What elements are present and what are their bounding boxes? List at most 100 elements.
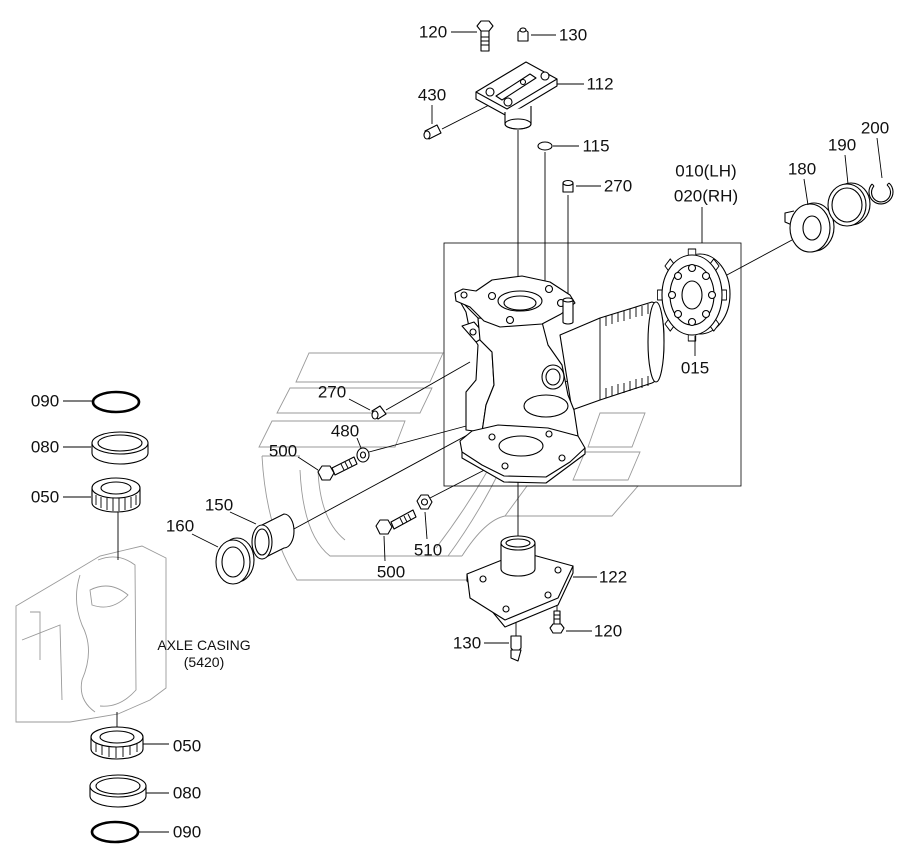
callout-cover-122: 122 [599, 568, 627, 587]
pin-430 [423, 124, 442, 140]
leader-line [876, 137, 883, 179]
hub-bolt-hole [687, 263, 697, 273]
callout-nut-510: 510 [414, 541, 442, 560]
hub-bolt-hole [667, 290, 677, 300]
race-bore [97, 434, 143, 452]
pin-end [423, 130, 431, 140]
leader-line [383, 535, 386, 562]
bearing-bore [99, 730, 135, 744]
lower-boss [523, 394, 569, 418]
knuckle-assembly-frame [443, 242, 742, 487]
ring-bore [831, 187, 863, 223]
axle-casing-part-number: (5420) [184, 654, 224, 670]
upper-kingpin-bore-inner [503, 295, 537, 311]
callout-seal-090-bottom: 090 [173, 823, 201, 842]
flange-bolt-hole [545, 430, 553, 438]
callout-race-080-top: 080 [31, 438, 59, 457]
phantom-strip [276, 387, 433, 414]
spindle-end [647, 301, 665, 383]
cover-bolt-hole [479, 575, 487, 583]
bolt-shank [390, 509, 417, 530]
washer-bore [359, 451, 367, 459]
phantom-rail [447, 469, 501, 557]
bolt-head [375, 519, 393, 535]
callout-cover-112: 112 [586, 75, 613, 94]
bearing-face [91, 477, 141, 499]
callout-bearing-050-top: 050 [31, 488, 59, 507]
lower-cover-122 [466, 535, 574, 628]
seal-ring-090-bottom [90, 820, 140, 844]
snap-ring-inner [870, 184, 892, 203]
leader-line [844, 154, 849, 185]
callout-race-080-bottom: 080 [173, 784, 201, 803]
bushing-150 [251, 513, 295, 560]
phantom-rail [461, 515, 506, 557]
phantom-strip [587, 412, 646, 448]
phantom-rail [261, 455, 470, 581]
phantom-strip [504, 485, 639, 517]
hub-bolt-hole [687, 317, 697, 327]
bolt-thread [554, 614, 560, 620]
hub-bolt-hole [701, 309, 711, 319]
cover-bolt-hole [502, 605, 510, 613]
phantom-rail [435, 469, 489, 549]
axle-housing-phantom [258, 352, 646, 581]
bolt-500-side [317, 456, 358, 481]
grease-port [519, 78, 527, 86]
casing-contour [89, 585, 129, 608]
callout-bolt-500-side: 500 [269, 442, 297, 461]
taper-bearing-050-bottom [90, 726, 144, 760]
bearing-bore [100, 481, 132, 495]
seal-bore [221, 546, 245, 578]
phantom-strip [295, 352, 444, 383]
flange-bolt-hole [501, 462, 509, 470]
plug-270-side [371, 405, 387, 420]
cover-bolt-hole [485, 87, 495, 97]
casing-contour [76, 574, 96, 713]
nut-body [416, 494, 433, 510]
casing-contour [30, 611, 41, 660]
nut-bore [420, 498, 429, 506]
callout-ring-190: 190 [828, 136, 856, 155]
plug-270-top [562, 179, 574, 193]
nut-510 [416, 494, 433, 510]
bearing-rollers [95, 743, 138, 758]
ring-190 [827, 182, 871, 227]
spline-teeth [605, 304, 649, 398]
steering-arm-hole [469, 328, 477, 336]
bolt-shank [480, 28, 490, 52]
leader-line [229, 511, 257, 525]
hub-015 [657, 248, 731, 342]
cover-bolt-hole [540, 71, 550, 81]
washer-bore [802, 215, 822, 241]
flange-bolt-hole [558, 454, 566, 462]
snap-ring-ends [871, 182, 890, 187]
flange-bolt-hole [505, 315, 515, 325]
race-face [91, 431, 149, 455]
leader-line [424, 511, 428, 540]
upper-kingpin-bore [497, 290, 543, 312]
seal-160 [215, 537, 255, 585]
flange-bolt-hole [488, 433, 496, 441]
plug-boss-top [562, 297, 574, 303]
plug-head [371, 410, 379, 420]
callout-pin-430: 430 [418, 86, 446, 105]
bolt-thread [481, 36, 489, 46]
flange-bolt-hole [487, 291, 497, 301]
leader-line [803, 178, 809, 206]
nipple-tip [519, 27, 527, 33]
cover-boss-end [504, 118, 532, 130]
washer-face [789, 203, 831, 253]
callout-plug-270-top: 270 [604, 177, 632, 196]
cover-bolt-hole [503, 97, 513, 107]
thrust-washer-180 [784, 202, 835, 253]
callout-knuckle-rh: 020(RH) [674, 187, 738, 206]
casing-outline [15, 545, 167, 723]
lower-kingpin-bore [498, 435, 544, 457]
hub-center-bore [681, 280, 703, 310]
plug-boss [562, 300, 574, 325]
callout-washer-480: 480 [331, 422, 359, 441]
o-ring-115 [537, 141, 553, 151]
bolt-120-bottom [549, 610, 565, 634]
leader-line [297, 456, 319, 471]
